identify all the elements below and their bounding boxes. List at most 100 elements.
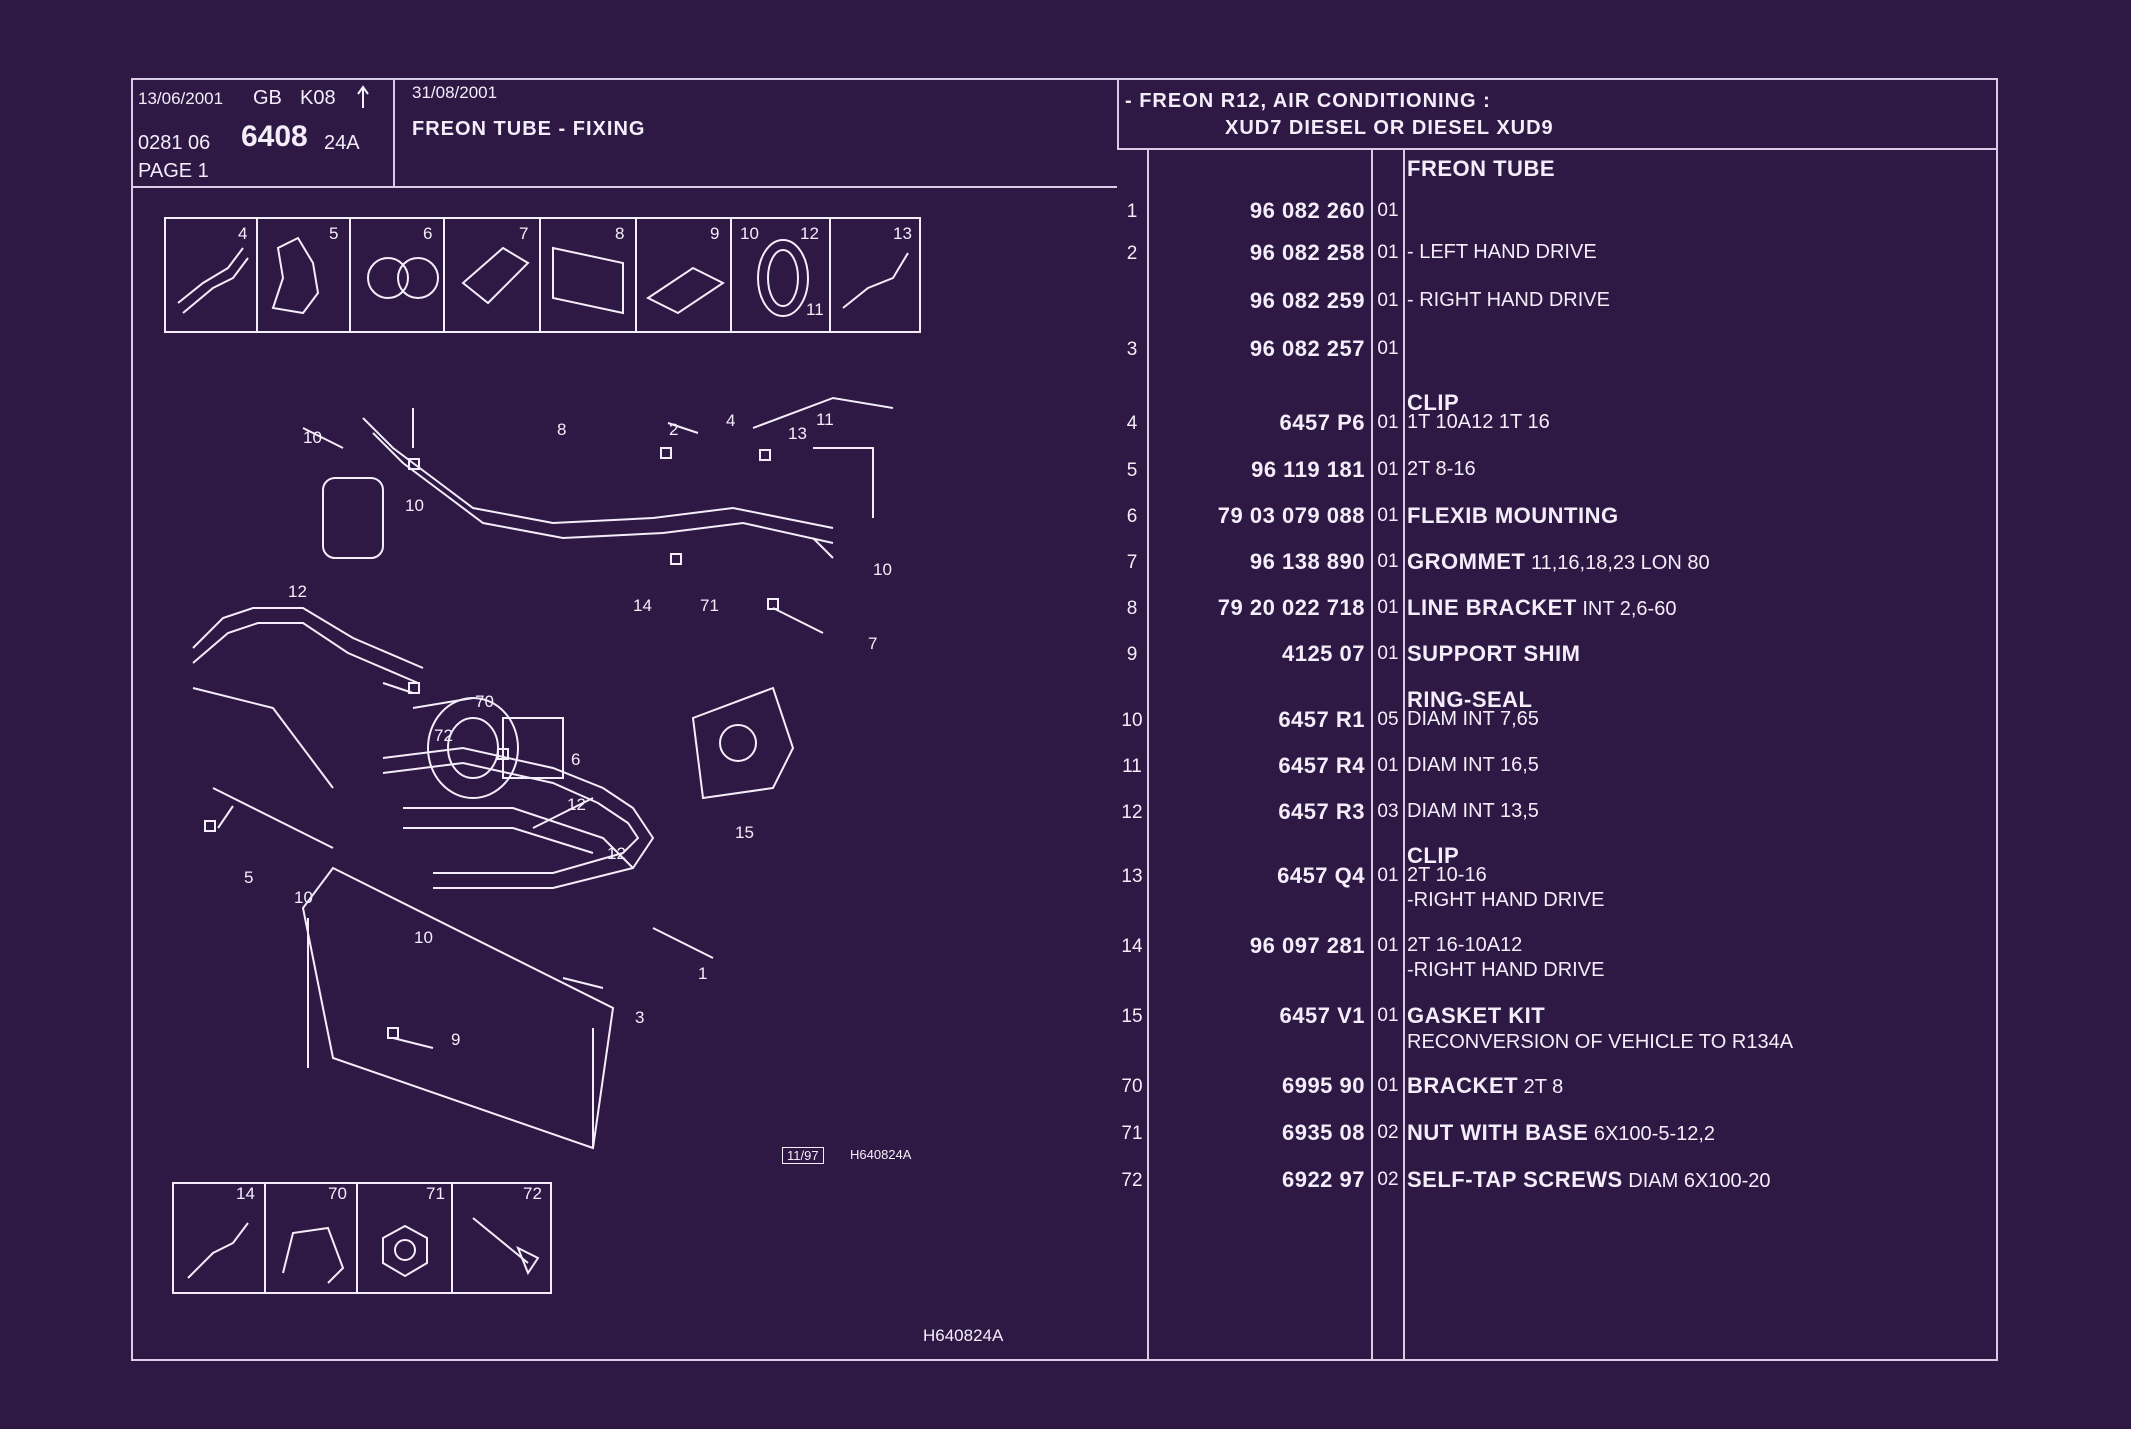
callout-number: 12 xyxy=(607,844,626,863)
quantity: 01 xyxy=(1377,755,1399,776)
description-text: -RIGHT HAND DRIVE xyxy=(1407,959,1605,981)
strip-label: 71 xyxy=(426,1184,445,1203)
part-description: SUPPORT SHIM xyxy=(1407,641,1580,668)
description-heading: CLIP xyxy=(1407,390,1460,415)
quantity: 01 xyxy=(1377,865,1399,886)
description-heading: NUT WITH BASE xyxy=(1407,1120,1589,1145)
quantity: 01 xyxy=(1377,1005,1399,1026)
part-description: - LEFT HAND DRIVE xyxy=(1407,240,1597,265)
description-heading: BRACKET xyxy=(1407,1073,1519,1098)
update-date: 31/08/2001 xyxy=(412,83,498,102)
description-text: - RIGHT HAND DRIVE xyxy=(1407,289,1610,311)
strip-label: 14 xyxy=(236,1184,255,1203)
part-number: 79 03 079 088 xyxy=(1217,503,1365,528)
description-heading: CLIP xyxy=(1407,843,1460,868)
callout-number: 15 xyxy=(735,823,754,842)
issue-date: 13/06/2001 xyxy=(138,89,224,108)
description-heading: LINE BRACKET xyxy=(1407,595,1577,620)
description-line: - LEFT HAND DRIVE xyxy=(1407,240,1597,265)
description-line: DIAM INT 13,5 xyxy=(1407,799,1539,824)
page-number: PAGE 1 xyxy=(138,160,209,182)
section-code: K08 xyxy=(300,87,336,109)
header-application-block: - FREON R12, AIR CONDITIONING : XUD7 DIE… xyxy=(1117,80,1998,150)
reference-prefix: 0281 06 xyxy=(138,132,211,154)
column-divider xyxy=(1403,150,1405,1361)
quantity: 02 xyxy=(1377,1122,1399,1143)
callout-number: 3 xyxy=(635,1008,645,1027)
part-number: 6457 P6 xyxy=(1279,410,1365,435)
part-number: 4125 07 xyxy=(1281,641,1365,666)
quantity: 02 xyxy=(1377,1169,1399,1190)
description-heading: SELF-TAP SCREWS xyxy=(1407,1167,1623,1192)
strip-label: 9 xyxy=(710,224,720,243)
description-line: RECONVERSION OF VEHICLE TO R134A xyxy=(1407,1030,1793,1055)
item-number: 1 xyxy=(1126,201,1138,222)
application-line-2: XUD7 DIESEL OR DIESEL XUD9 xyxy=(1225,117,1554,139)
part-description: 1T 10A12 1T 16 xyxy=(1407,410,1550,435)
description-line: DIAM INT 16,5 xyxy=(1407,753,1539,778)
callout-number: 72 xyxy=(434,726,453,745)
callout-number: 14 xyxy=(633,596,652,615)
quantity: 01 xyxy=(1377,551,1399,572)
item-number: 12 xyxy=(1121,802,1143,823)
description-line: BRACKET 2T 8 xyxy=(1407,1073,1563,1100)
callout-number: 12 xyxy=(567,795,586,814)
part-description: DIAM INT 13,5 xyxy=(1407,799,1539,824)
description-line: GROMMET 11,16,18,23 LON 80 xyxy=(1407,549,1710,576)
description-line: SUPPORT SHIM xyxy=(1407,641,1580,668)
callout-number: 10 xyxy=(405,496,424,515)
part-number: 79 20 022 718 xyxy=(1217,595,1365,620)
part-description: BRACKET 2T 8 xyxy=(1407,1073,1563,1100)
description-line: -RIGHT HAND DRIVE xyxy=(1407,888,1604,913)
item-number: 4 xyxy=(1126,413,1138,434)
strip-label: 72 xyxy=(523,1184,542,1203)
quantity: 01 xyxy=(1377,412,1399,433)
quantity: 01 xyxy=(1377,1075,1399,1096)
application-line-1: - FREON R12, AIR CONDITIONING : xyxy=(1125,90,1491,112)
page-title: FREON TUBE - FIXING xyxy=(412,118,646,140)
part-description: LINE BRACKET INT 2,6-60 xyxy=(1407,595,1676,622)
language-code: GB xyxy=(253,87,282,109)
quantity: 01 xyxy=(1377,505,1399,526)
description-text: 2T 10-16 xyxy=(1407,864,1487,886)
part-number: 6922 97 xyxy=(1281,1167,1365,1192)
callout-number: 2 xyxy=(669,420,679,439)
part-number: 6457 V1 xyxy=(1279,1003,1365,1028)
item-number: 9 xyxy=(1126,644,1138,665)
item-number: 15 xyxy=(1121,1006,1143,1027)
part-description: DIAM INT 7,65 xyxy=(1407,707,1539,732)
part-number: 96 119 181 xyxy=(1251,457,1365,482)
callout-number: 7 xyxy=(868,634,878,653)
description-line: 2T 8-16 xyxy=(1407,457,1476,482)
description-heading: RING-SEAL xyxy=(1407,687,1533,712)
item-number: 14 xyxy=(1121,936,1143,957)
strip-label: 70 xyxy=(328,1184,347,1203)
description-text: 1T 10A12 1T 16 xyxy=(1407,411,1550,433)
description-heading: FLEXIB MOUNTING xyxy=(1407,503,1619,528)
part-description: 2T 16-10A12-RIGHT HAND DRIVE xyxy=(1407,933,1604,983)
figure-code-small: H640824A xyxy=(850,1147,912,1162)
description-text: DIAM INT 13,5 xyxy=(1407,800,1539,822)
arrow-up-icon xyxy=(357,85,369,108)
description-line: 1T 10A12 1T 16 xyxy=(1407,410,1550,435)
callout-number: 8 xyxy=(557,420,567,439)
description-line: -RIGHT HAND DRIVE xyxy=(1407,958,1604,983)
item-number: 5 xyxy=(1126,460,1138,481)
strip-label: 13 xyxy=(893,224,912,243)
part-description: DIAM INT 16,5 xyxy=(1407,753,1539,778)
part-number: 6995 90 xyxy=(1281,1073,1365,1098)
description-line: LINE BRACKET INT 2,6-60 xyxy=(1407,595,1676,622)
item-number: 8 xyxy=(1126,598,1138,619)
strip-label: 10 xyxy=(740,224,759,243)
description-heading: GASKET KIT xyxy=(1407,1003,1546,1028)
part-description: FLEXIB MOUNTING xyxy=(1407,503,1619,530)
part-number: 96 082 257 xyxy=(1249,336,1365,361)
description-text: 6X100-5-12,2 xyxy=(1588,1123,1716,1145)
part-number: 96 138 890 xyxy=(1249,549,1365,574)
part-number: 6935 08 xyxy=(1281,1120,1365,1145)
part-number: 96 082 258 xyxy=(1249,240,1365,265)
callout-number: 11 xyxy=(816,410,834,429)
description-line: FLEXIB MOUNTING xyxy=(1407,503,1619,530)
description-text: DIAM 6X100-20 xyxy=(1622,1170,1771,1192)
